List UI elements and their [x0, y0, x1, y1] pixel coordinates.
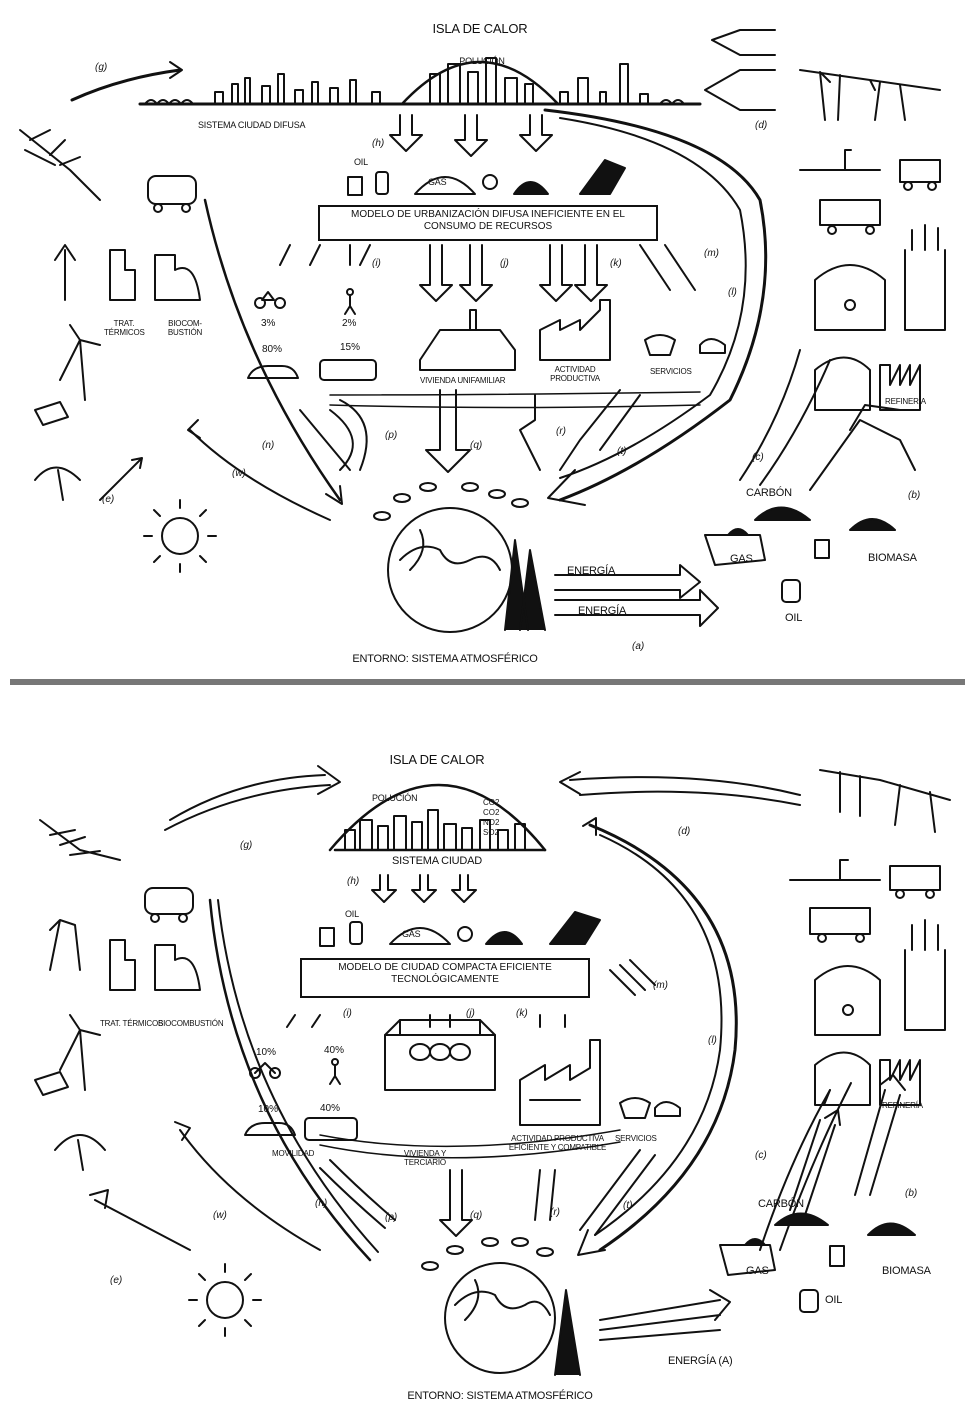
panel-divider: [10, 679, 965, 685]
gas-source-label: GAS: [746, 1265, 769, 1277]
code-r: (r): [556, 426, 566, 437]
code-q: (q): [470, 1210, 483, 1221]
code-p: (p): [385, 1212, 398, 1223]
diffuse-city-drawing: [19, 29, 946, 633]
vivienda-label: VIVIENDA UNIFAMILIAR: [420, 376, 506, 385]
gas-label: GAS: [428, 177, 447, 187]
code-h: (h): [347, 876, 360, 887]
diffuse-city-diagram: ISLA DE CALOR POLUCIÓN SISTEMA CIUDAD DI…: [0, 0, 966, 676]
environment-label: ENTORNO: SISTEMA ATMOSFÉRICO: [407, 1390, 593, 1402]
oil-label: OIL: [354, 157, 368, 167]
pollution-label: POLUCIÓN: [372, 793, 418, 803]
biomasa-label: BIOMASA: [868, 552, 917, 564]
code-t: (t): [617, 446, 627, 457]
code-e: (e): [110, 1275, 123, 1286]
gas-item: SO2: [483, 828, 500, 837]
code-l: (l): [728, 287, 737, 298]
code-g: (g): [95, 62, 108, 73]
biocombustion-label: BIOCOM-BUSTIÓN: [167, 319, 203, 337]
code-n: (n): [315, 1198, 328, 1209]
code-h: (h): [372, 138, 385, 149]
gas-item: CO2: [483, 808, 500, 817]
vivienda-label: VIVIENDA Y TERCIARIO: [403, 1149, 447, 1167]
code-i: (i): [343, 1008, 352, 1019]
compact-city-diagram: ISLA DE CALOR POLUCIÓN CO2 CO2 NO2 SO2 S…: [0, 690, 966, 1412]
model-box: MODELO DE CIUDAD COMPACTA EFICIENTE TECN…: [300, 958, 590, 998]
code-w: (w): [232, 468, 246, 479]
code-a: (a): [632, 641, 645, 652]
actividad-label: ACTIVIDAD PRODUCTIVA: [550, 365, 600, 383]
code-d: (d): [755, 120, 768, 131]
servicios-label: SERVICIOS: [615, 1134, 657, 1143]
code-t: (t): [623, 1200, 633, 1211]
biomasa-label: BIOMASA: [882, 1265, 931, 1277]
code-p: (p): [385, 430, 398, 441]
biocombustion-label: BIOCOMBUSTIÓN: [158, 1019, 224, 1028]
pct-bike: 3%: [261, 318, 276, 329]
oil-source-label: OIL: [785, 612, 803, 624]
gas-item: NO2: [483, 818, 500, 827]
movilidad-label: MOVILIDAD: [272, 1149, 315, 1158]
code-b: (b): [908, 490, 921, 501]
oil-source-label: OIL: [825, 1294, 843, 1306]
code-j: (j): [466, 1008, 475, 1019]
servicios-label: SERVICIOS: [650, 367, 692, 376]
code-w: (w): [213, 1210, 227, 1221]
gas-item: CO2: [483, 798, 500, 807]
code-e: (e): [102, 494, 115, 505]
code-r: (r): [550, 1207, 560, 1218]
oil-label: OIL: [345, 909, 359, 919]
actividad-label: ACTIVIDAD PRODUCTIVA EFICIENTE Y COMPATI…: [508, 1134, 607, 1152]
code-k: (k): [610, 258, 622, 269]
code-k: (k): [516, 1008, 528, 1019]
pct-car: 80%: [262, 344, 283, 355]
code-l: (l): [708, 1035, 717, 1046]
code-c: (c): [752, 452, 764, 463]
pollution-label: POLUCIÓN: [459, 56, 505, 66]
code-c: (c): [755, 1150, 767, 1161]
code-g: (g): [240, 840, 253, 851]
pct-walk: 40%: [324, 1045, 345, 1056]
code-m: (m): [704, 248, 719, 259]
pct-bus: 15%: [340, 342, 361, 353]
carbon-label: CARBÓN: [746, 487, 792, 499]
code-d: (d): [678, 826, 691, 837]
code-b: (b): [905, 1188, 918, 1199]
energia-label-1: ENERGÍA: [567, 565, 616, 577]
gas-list: CO2 CO2 NO2 SO2: [483, 798, 499, 838]
gas-source-label: GAS: [730, 553, 753, 565]
heat-island-label: ISLA DE CALOR: [389, 752, 485, 767]
carbon-label: CARBÓN: [758, 1198, 804, 1210]
code-n: (n): [262, 440, 275, 451]
compact-city-drawing: [34, 765, 951, 1376]
code-q: (q): [470, 440, 483, 451]
pct-bus: 40%: [320, 1103, 341, 1114]
code-m: (m): [653, 980, 668, 991]
model-box: MODELO DE URBANIZACIÓN DIFUSA INEFICIENT…: [318, 205, 658, 241]
gas-label: GAS: [402, 929, 421, 939]
refineria-label: REFINERÍA: [882, 1101, 923, 1110]
pct-bike: 10%: [256, 1047, 277, 1058]
model-box-text: MODELO DE CIUDAD COMPACTA EFICIENTE TECN…: [338, 962, 552, 985]
city-system-label: SISTEMA CIUDAD: [391, 855, 483, 867]
refineria-label: REFINERÍA: [885, 397, 926, 406]
code-i: (i): [372, 258, 381, 269]
environment-label: ENTORNO: SISTEMA ATMOSFÉRICO: [352, 653, 538, 665]
model-box-text: MODELO DE URBANIZACIÓN DIFUSA INEFICIENT…: [351, 209, 625, 232]
energia-label-2: ENERGÍA: [578, 605, 627, 617]
heat-island-label: ISLA DE CALOR: [432, 21, 528, 36]
city-system-label: SISTEMA CIUDAD DIFUSA: [198, 120, 306, 130]
termicos-label: TRAT. TÉRMICOS: [104, 319, 145, 337]
energia-label: ENERGÍA (a): [668, 1355, 733, 1367]
termicos-label: TRAT. TÉRMICOS: [100, 1019, 164, 1028]
pct-car: 10%: [258, 1104, 279, 1115]
pct-walk: 2%: [342, 318, 357, 329]
code-j: (j): [500, 258, 509, 269]
